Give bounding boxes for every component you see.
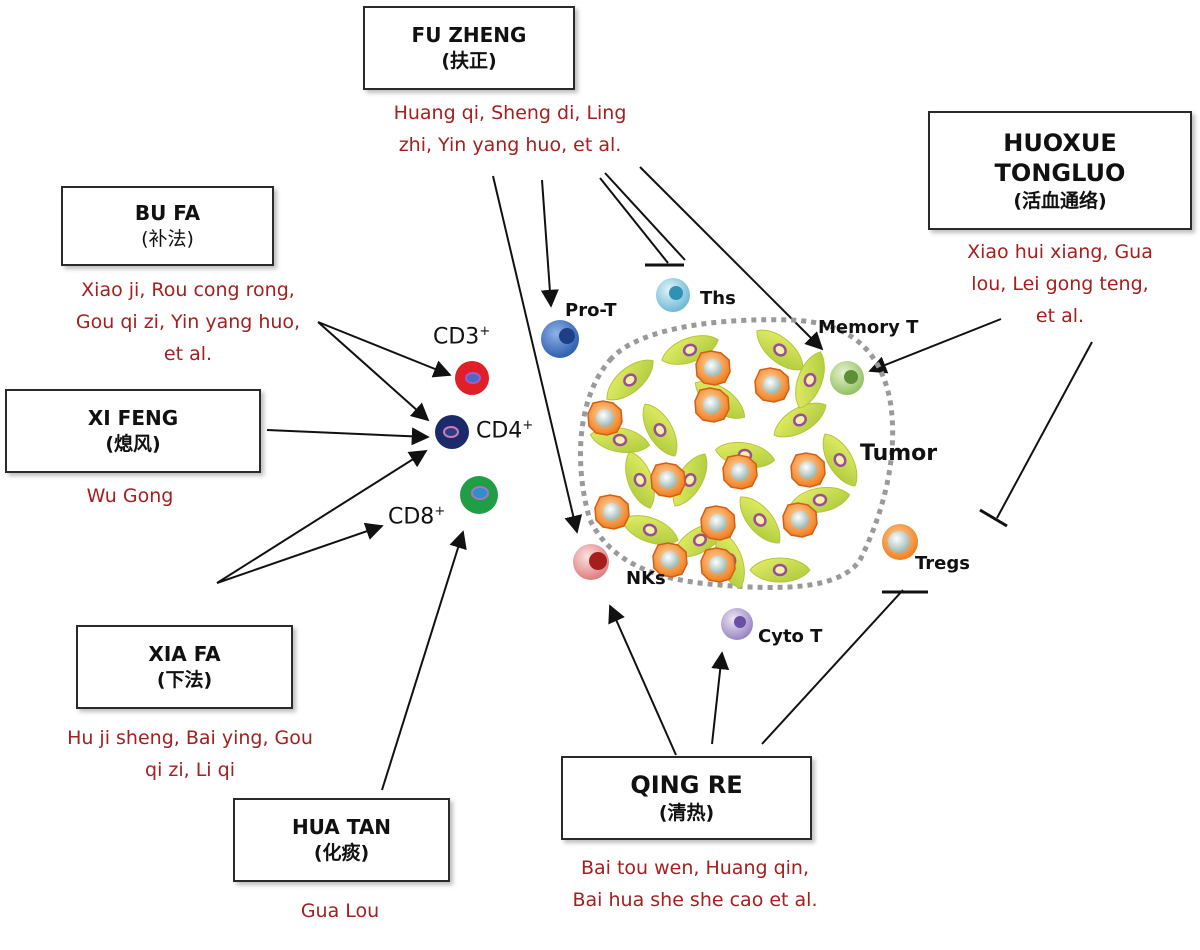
huoxue-chinese: (活血通络) bbox=[1013, 189, 1107, 212]
bu-fa-chinese: (补法) bbox=[141, 228, 194, 250]
tumor-cell bbox=[822, 433, 858, 487]
immune-blob bbox=[700, 505, 736, 541]
huoxue-tongluo-box: HUOXUE TONGLUO (活血通络) bbox=[928, 111, 1192, 230]
tumor-cell bbox=[773, 402, 827, 438]
arrow-bufa-to-cd4 bbox=[317, 321, 430, 422]
immune-blob bbox=[650, 462, 686, 498]
arrow-huoxue-to-memory-t bbox=[868, 318, 1002, 374]
immune-blob bbox=[722, 454, 758, 490]
tumor-cell bbox=[739, 496, 781, 544]
arrow-xiafa-to-cd4 bbox=[216, 450, 428, 584]
treg-cell-icon bbox=[882, 524, 918, 560]
tumor-cell bbox=[661, 335, 719, 365]
pro-t-label: Pro-T bbox=[565, 300, 617, 321]
immune-blob bbox=[594, 494, 630, 530]
cd8-label: CD8+ bbox=[388, 504, 446, 530]
tregs-label: Tregs bbox=[915, 553, 970, 574]
tumor-cell bbox=[795, 351, 825, 409]
xia-fa-box: XIA FA (下法) bbox=[76, 625, 293, 709]
memory-t-label: Memory T bbox=[818, 317, 919, 338]
inhibit-fuzheng-to-ths-1 bbox=[599, 177, 669, 264]
fu-zheng-box: FU ZHENG (扶正) bbox=[363, 6, 575, 90]
arrow-xiafa-to-cd8 bbox=[216, 522, 384, 584]
bu-fa-herbs: Xiao ji, Rou cong rong, Gou qi zi, Yin y… bbox=[75, 279, 301, 365]
tumor-cell bbox=[756, 329, 804, 371]
qing-re-chinese: (清热) bbox=[658, 802, 715, 824]
xi-feng-chinese: (熄风) bbox=[105, 433, 161, 455]
inhibit-huoxue-to-tregs bbox=[996, 341, 1093, 519]
immune-blob bbox=[790, 452, 826, 488]
tumor-label: Tumor bbox=[860, 441, 938, 466]
immune-blob bbox=[695, 350, 731, 386]
cd3-cell-icon bbox=[455, 361, 489, 395]
tumor-cell bbox=[621, 515, 679, 545]
pro-t-cell-icon bbox=[541, 320, 579, 358]
fu-zheng-herbs: Huang qi, Sheng di, Ling zhi, Yin yang h… bbox=[393, 102, 627, 156]
cd4-label: CD4+ bbox=[476, 418, 534, 444]
bu-fa-box: BU FA (补法) bbox=[61, 186, 274, 266]
immune-blob bbox=[652, 542, 688, 578]
xi-feng-herbs: Wu Gong bbox=[86, 485, 174, 507]
huoxue-title-line2: TONGLUO bbox=[994, 158, 1126, 187]
fu-zheng-chinese: (扶正) bbox=[441, 50, 497, 72]
bu-fa-title: BU FA bbox=[134, 201, 201, 225]
xia-fa-herbs: Hu ji sheng, Bai ying, Gou qi zi, Li qi bbox=[67, 727, 313, 781]
ths-cell-icon bbox=[656, 278, 690, 312]
hua-tan-herbs: Gua Lou bbox=[300, 900, 380, 922]
huoxue-title-line1: HUOXUE bbox=[1003, 128, 1117, 157]
tumor-boundary bbox=[578, 317, 896, 590]
immune-blob bbox=[700, 547, 736, 583]
hua-tan-title: HUA TAN bbox=[291, 815, 392, 839]
arrow-fuzheng-to-nks bbox=[492, 175, 583, 534]
inhibit-qingre-to-tregs bbox=[761, 589, 904, 745]
arrow-bufa-to-cd3 bbox=[317, 321, 452, 378]
cyto-t-label: Cyto T bbox=[758, 626, 823, 647]
qing-re-box: QING RE (清热) bbox=[561, 756, 812, 840]
memory-t-cell-icon bbox=[830, 361, 864, 395]
arrows bbox=[216, 166, 1093, 791]
xi-feng-box: XI FENG (熄风) bbox=[5, 389, 261, 473]
nk-cell-icon bbox=[573, 544, 609, 580]
inhibit-fuzheng-to-ths-2 bbox=[604, 172, 686, 261]
xi-feng-title: XI FENG bbox=[87, 406, 179, 430]
tumor-cell bbox=[625, 451, 655, 509]
cd4-cell-icon bbox=[435, 415, 469, 449]
arrow-fuzheng-to-pro-t bbox=[540, 179, 559, 308]
hua-tan-chinese: (化痰) bbox=[313, 842, 370, 864]
tumor-cell bbox=[749, 557, 811, 583]
xia-fa-chinese: (下法) bbox=[156, 669, 213, 691]
tumor-cell bbox=[642, 403, 678, 457]
qing-re-herbs: Bai tou wen, Huang qin, Bai hua she she … bbox=[572, 857, 818, 911]
cd3-label: CD3+ bbox=[433, 324, 491, 350]
cd8-cell-icon bbox=[460, 476, 498, 514]
immune-blob bbox=[587, 400, 623, 436]
fu-zheng-title: FU ZHENG bbox=[411, 23, 527, 47]
immune-blob bbox=[694, 387, 730, 423]
xia-fa-title: XIA FA bbox=[148, 642, 221, 666]
tumor-mass-icon bbox=[578, 317, 896, 590]
immune-blob bbox=[782, 502, 818, 538]
qing-re-title: QING RE bbox=[630, 771, 743, 799]
hua-tan-box: HUA TAN (化痰) bbox=[233, 798, 450, 882]
cyto-t-cell-icon bbox=[721, 608, 753, 640]
arrow-qingre-to-nks bbox=[608, 604, 677, 756]
ths-label: Ths bbox=[700, 288, 736, 309]
nks-label: NKs bbox=[626, 568, 666, 589]
arrow-huatan-to-cd8 bbox=[381, 530, 467, 791]
arrow-qingre-to-cyto-t bbox=[711, 651, 730, 745]
arrow-xifeng-to-cd4 bbox=[266, 427, 430, 446]
inhibit-bar-tregs-huoxue bbox=[979, 508, 1008, 528]
tumor-cell bbox=[606, 359, 654, 401]
huoxue-herbs: Xiao hui xiang, Gua lou, Lei gong teng, … bbox=[967, 241, 1153, 327]
immune-blob bbox=[754, 367, 790, 403]
